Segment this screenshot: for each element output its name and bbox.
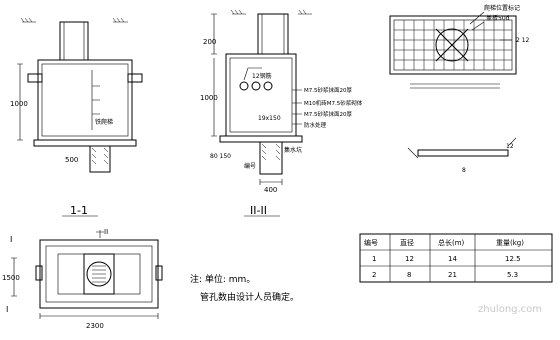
annotation-4: 防水处理 bbox=[304, 121, 327, 129]
dim-2-offsets: 80 150 bbox=[210, 153, 231, 160]
table-header-weight: 重量(kg) bbox=[496, 239, 524, 247]
section-1-title: 1-1 bbox=[70, 204, 88, 217]
dim-2-height: 1000 bbox=[200, 94, 218, 102]
grate-label-2: 盖板50d bbox=[486, 14, 510, 22]
rebar-label: 12钢筋 bbox=[252, 72, 272, 80]
sump-label: 集水坑 bbox=[284, 146, 302, 154]
bar-dim-len: 8 bbox=[462, 167, 466, 174]
plan-marker-left: I bbox=[10, 235, 12, 244]
note-line-1: 注: 单位: mm。 bbox=[190, 273, 255, 285]
section-2-2 bbox=[211, 9, 312, 185]
table-header-number: 编号 bbox=[364, 238, 378, 247]
number-label: 编号 bbox=[244, 162, 256, 170]
dim-2-width: 400 bbox=[264, 186, 277, 194]
section-2-title: II-II bbox=[250, 204, 267, 217]
dim-1-height: 1000 bbox=[10, 100, 28, 108]
table-cell: 5.3 bbox=[507, 271, 518, 279]
table-cell: 1 bbox=[372, 255, 376, 263]
grate-label-1: 爬梯位置标记 bbox=[484, 4, 520, 12]
section-1-1 bbox=[17, 17, 143, 173]
table-cell: 14 bbox=[448, 255, 457, 263]
annotation-1: M7.5砂浆抹面20厚 bbox=[304, 86, 352, 94]
plan-marker-right: I bbox=[6, 305, 8, 314]
grate-detail bbox=[389, 11, 517, 89]
plan-dim-width: 2300 bbox=[86, 322, 104, 330]
bar-detail bbox=[407, 137, 517, 159]
dim-1-width: 500 bbox=[65, 156, 78, 164]
plan-dim-height: 1500 bbox=[2, 274, 20, 282]
annotation-2: M10机砖M7.5砂浆砌体 bbox=[304, 99, 363, 107]
annotation-3: M7.5砂浆抹面20厚 bbox=[304, 110, 352, 118]
table-header-diameter: 直径 bbox=[400, 238, 414, 247]
bar-size-label: 19x150 bbox=[258, 115, 281, 122]
table-cell: 12.5 bbox=[505, 255, 521, 263]
ladder-label: 铁爬梯 bbox=[95, 118, 113, 126]
table-cell: 12 bbox=[405, 255, 414, 263]
table-cell: 21 bbox=[448, 271, 457, 279]
watermark: zhulong.com bbox=[478, 304, 542, 315]
table-cell: 2 bbox=[372, 271, 376, 279]
rebar-table bbox=[359, 233, 553, 283]
note-line-2: 管孔数由设计人员确定。 bbox=[200, 291, 299, 303]
bar-dim-end: 12 bbox=[506, 143, 514, 150]
grate-rebar-dim: 2 12 bbox=[516, 37, 530, 44]
dim-2-top: 200 bbox=[203, 38, 216, 46]
plan-marker-top: II bbox=[104, 228, 108, 236]
table-cell: 8 bbox=[407, 271, 411, 279]
plan-view bbox=[11, 230, 163, 319]
table-header-length: 总长(m) bbox=[438, 238, 465, 247]
